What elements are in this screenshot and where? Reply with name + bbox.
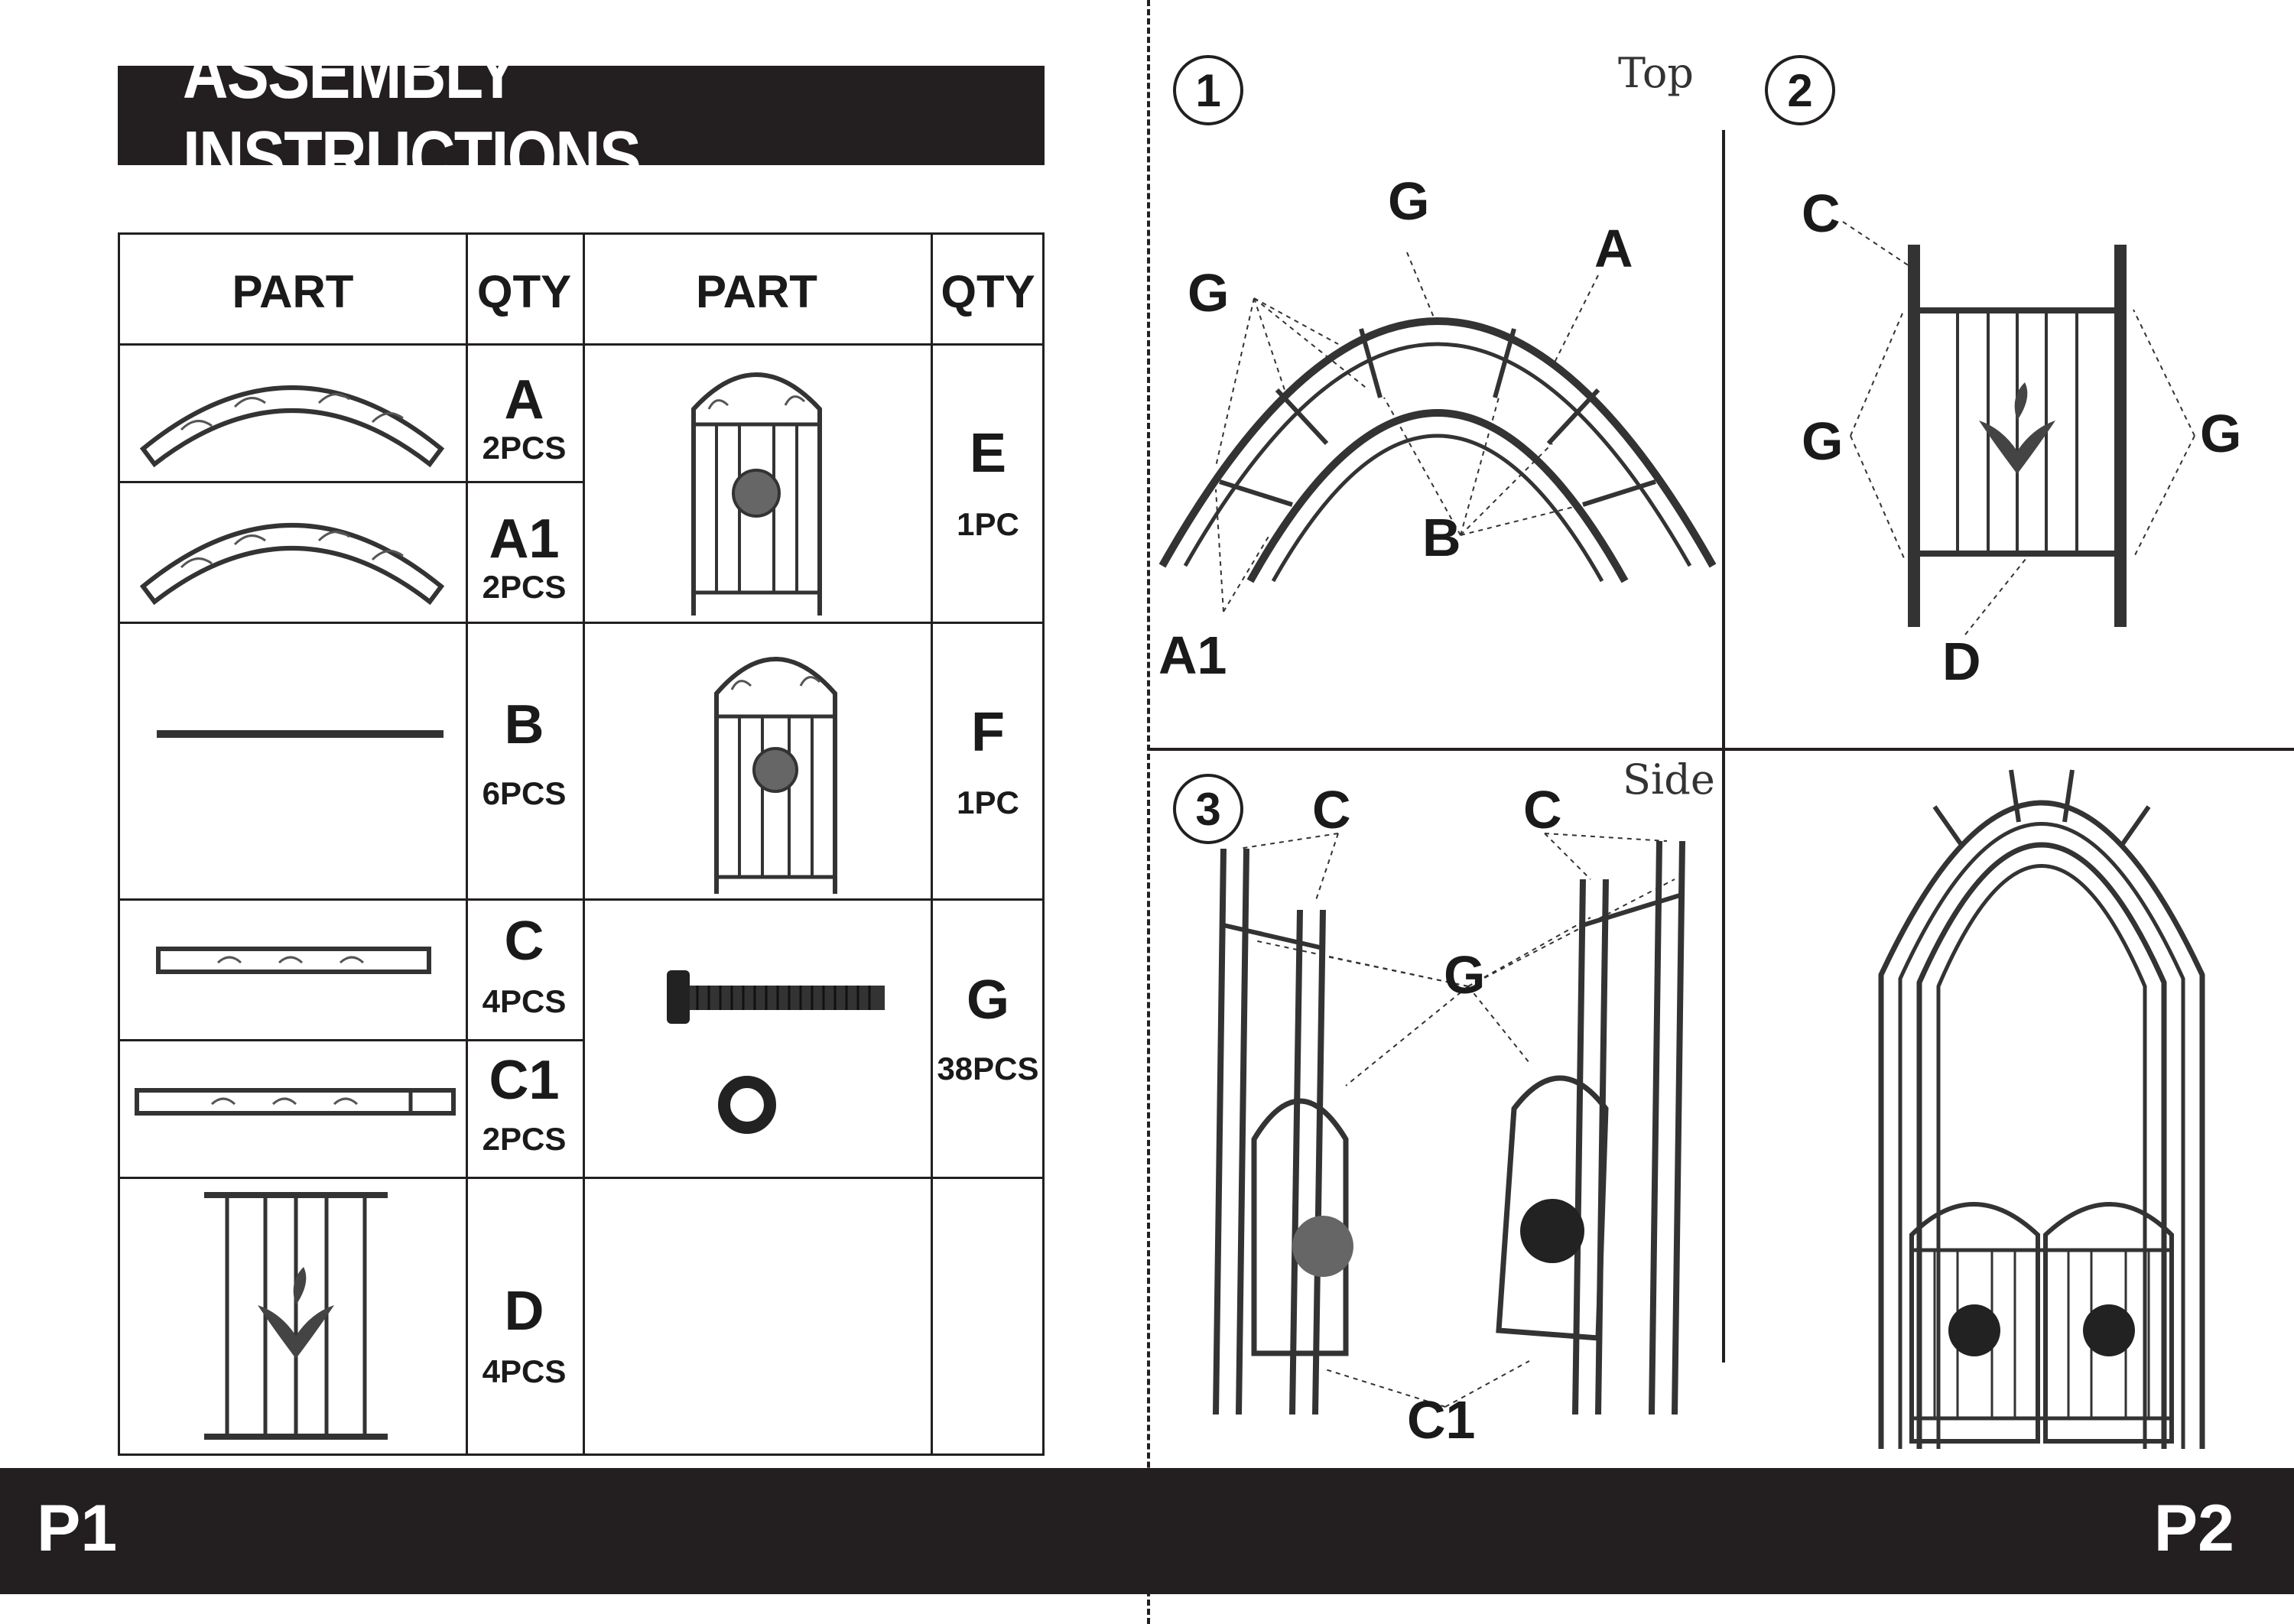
view-label-top: Top: [1618, 49, 1694, 97]
bolt-and-washer-icon: [667, 970, 885, 1134]
row-divider: [120, 898, 1042, 901]
label-c: C: [1523, 780, 1562, 840]
header-part: PART: [696, 266, 817, 317]
step-1-arch-diagram: [1158, 252, 1717, 612]
part-code-a: A: [504, 369, 544, 430]
page-divider: [1147, 0, 1150, 1624]
label-a1: A1: [1158, 625, 1227, 685]
part-code-f: F: [971, 702, 1005, 763]
part-qty-f: 1PC: [957, 784, 1019, 820]
label-a: A: [1594, 219, 1633, 278]
scroll-bar-icon: [156, 947, 431, 974]
scroll-bar-icon: [135, 1088, 456, 1116]
arch-segment-icon: [139, 385, 445, 468]
gate-icon: [714, 657, 837, 894]
panel-divider: [1722, 130, 1725, 749]
label-g: G: [1188, 263, 1230, 323]
column-divider: [583, 235, 585, 1453]
label-g: G: [1444, 945, 1486, 1005]
view-label-side: Side: [1623, 755, 1715, 804]
row-divider: [120, 343, 1042, 346]
header-part: PART: [232, 266, 354, 317]
step-number: 3: [1173, 774, 1243, 844]
label-g: G: [1388, 171, 1430, 231]
part-code-g: G: [966, 970, 1009, 1031]
label-c: C: [1312, 780, 1351, 840]
part-qty-g: 38PCS: [937, 1051, 1039, 1086]
part-qty-d: 4PCS: [482, 1353, 567, 1389]
rod-icon: [157, 730, 444, 738]
panel-divider: [1722, 751, 1725, 1363]
part-code-b: B: [504, 694, 544, 755]
side-panel-icon: [204, 1192, 388, 1440]
header-qty: QTY: [476, 266, 572, 317]
part-qty-a: 2PCS: [482, 430, 567, 466]
part-code-c1: C1: [489, 1050, 560, 1111]
part-code-a1: A1: [489, 508, 560, 570]
title-bar: ASSEMBLY INSTRUCTIONS: [118, 32, 1045, 198]
part-code-c: C: [504, 911, 544, 972]
label-b: B: [1422, 508, 1461, 567]
part-qty-c: 4PCS: [482, 983, 567, 1019]
part-code-e: E: [969, 423, 1007, 484]
label-c1: C1: [1407, 1390, 1476, 1450]
label-c: C: [1802, 184, 1841, 243]
panel-divider: [1150, 748, 2294, 751]
part-qty-c1: 2PCS: [482, 1121, 567, 1157]
row-divider: [120, 481, 583, 483]
part-qty-e: 1PC: [957, 506, 1019, 542]
part-qty-a1: 2PCS: [482, 569, 567, 605]
step-2-callout-lines: [1842, 221, 2195, 635]
arch-segment-icon: [139, 523, 445, 606]
page-number-right: P2: [2153, 1492, 2234, 1565]
row-divider: [120, 1039, 583, 1041]
completed-arch-diagram: [1878, 769, 2205, 1449]
step-number: 1: [1173, 55, 1243, 125]
part-qty-b: 6PCS: [482, 775, 567, 811]
page-number-left: P1: [37, 1492, 118, 1565]
gate-icon: [691, 372, 822, 615]
column-divider: [931, 235, 933, 1453]
label-d: D: [1942, 632, 1981, 691]
step-number: 2: [1765, 55, 1835, 125]
row-divider: [120, 1177, 1042, 1179]
step-3-frame-diagram: [1213, 833, 1685, 1415]
label-g: G: [1802, 411, 1844, 471]
row-divider: [120, 622, 1042, 624]
part-code-d: D: [504, 1281, 544, 1342]
header-qty: QTY: [941, 266, 1035, 317]
step-2-panel-diagram: [1908, 245, 2127, 627]
page-title: ASSEMBLY INSTRUCTIONS: [182, 32, 642, 198]
column-divider: [466, 235, 468, 1453]
label-g: G: [2200, 404, 2242, 463]
footer-bar: P1 P2: [0, 1468, 2294, 1594]
parts-table: PART QTY PART QTY A 2PCS A1 2PCS B 6PCS …: [118, 232, 1045, 1456]
